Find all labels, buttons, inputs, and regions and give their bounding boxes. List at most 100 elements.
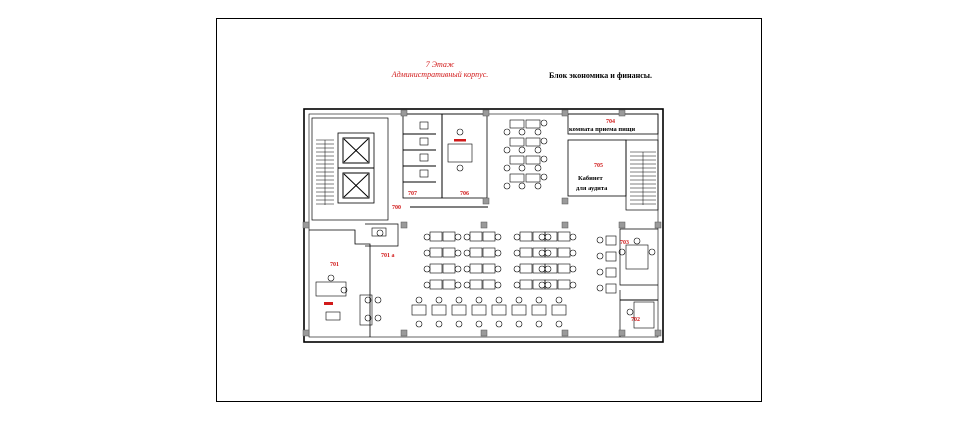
chair xyxy=(435,296,443,304)
desk xyxy=(511,304,527,316)
room-702-label: 702 xyxy=(631,317,640,323)
chair xyxy=(374,296,382,304)
chair xyxy=(555,320,563,328)
stair-lift-core xyxy=(311,117,389,221)
desk xyxy=(557,263,571,274)
chair xyxy=(540,119,548,127)
chair xyxy=(569,233,577,241)
desk xyxy=(509,137,525,147)
chair xyxy=(534,128,542,136)
desk xyxy=(557,279,571,290)
chair xyxy=(569,249,577,257)
column xyxy=(561,221,569,229)
desk xyxy=(429,263,443,274)
desk xyxy=(557,231,571,242)
chair xyxy=(454,281,462,289)
chair xyxy=(596,236,604,244)
east-stair-walls xyxy=(625,139,659,211)
chair xyxy=(569,281,577,289)
desk xyxy=(557,247,571,258)
desk xyxy=(509,155,525,165)
desk xyxy=(525,119,541,129)
desk xyxy=(442,231,456,242)
desk xyxy=(605,267,617,278)
chair xyxy=(503,146,511,154)
chair xyxy=(513,281,521,289)
desk xyxy=(451,304,467,316)
room-707-label: 707 xyxy=(408,191,417,197)
chair xyxy=(515,296,523,304)
desk xyxy=(625,244,649,270)
chair xyxy=(540,137,548,145)
desk xyxy=(325,311,341,321)
chair xyxy=(456,128,464,136)
desk xyxy=(469,231,483,242)
chair xyxy=(518,182,526,190)
desk xyxy=(429,279,443,290)
room-704-name: комната приема пищи xyxy=(569,126,635,133)
desk xyxy=(633,301,655,329)
wc-fixture xyxy=(419,169,429,178)
column xyxy=(618,221,626,229)
column xyxy=(400,109,408,117)
chair xyxy=(569,265,577,273)
desk xyxy=(519,279,533,290)
floor-title: 7 Этаж Административный корпус. xyxy=(380,60,500,80)
column xyxy=(400,329,408,337)
room-705-name-line1: Кабинет xyxy=(578,175,604,182)
chair xyxy=(435,320,443,328)
chair xyxy=(454,233,462,241)
desk xyxy=(429,231,443,242)
chair xyxy=(475,320,483,328)
desk xyxy=(482,247,496,258)
column xyxy=(400,221,408,229)
room-700-label: 700 xyxy=(392,205,401,211)
desk xyxy=(482,279,496,290)
desk xyxy=(469,279,483,290)
chair xyxy=(518,164,526,172)
chair xyxy=(475,296,483,304)
chair xyxy=(538,233,546,241)
chair xyxy=(544,249,552,257)
chair xyxy=(494,265,502,273)
desk xyxy=(371,227,387,237)
chair xyxy=(454,249,462,257)
chair xyxy=(596,284,604,292)
chair xyxy=(540,173,548,181)
chair xyxy=(513,233,521,241)
furniture-layout xyxy=(315,119,656,329)
chair xyxy=(555,296,563,304)
desk xyxy=(525,155,541,165)
desk xyxy=(482,263,496,274)
desk xyxy=(605,251,617,262)
chair xyxy=(494,281,502,289)
chair xyxy=(494,233,502,241)
chair xyxy=(538,249,546,257)
structural-columns xyxy=(302,109,662,337)
column xyxy=(480,329,488,337)
chair xyxy=(596,252,604,260)
chair xyxy=(633,237,641,245)
chair xyxy=(544,233,552,241)
wc-fixture xyxy=(419,153,429,162)
desk xyxy=(531,304,547,316)
chair xyxy=(518,128,526,136)
desk xyxy=(605,283,617,294)
room-labels: 700 701 701 а 702 703 704 комната приема… xyxy=(330,119,640,323)
elevator-car xyxy=(342,172,370,199)
column xyxy=(482,109,490,117)
column xyxy=(302,329,310,337)
room-706-label: 706 xyxy=(460,191,469,197)
chair xyxy=(364,296,372,304)
desk xyxy=(509,119,525,129)
chair xyxy=(454,265,462,273)
chair xyxy=(513,265,521,273)
desk xyxy=(442,263,456,274)
chair xyxy=(513,249,521,257)
chair xyxy=(495,296,503,304)
chair xyxy=(455,296,463,304)
chair xyxy=(463,249,471,257)
desk xyxy=(551,304,567,316)
desk xyxy=(359,294,373,326)
